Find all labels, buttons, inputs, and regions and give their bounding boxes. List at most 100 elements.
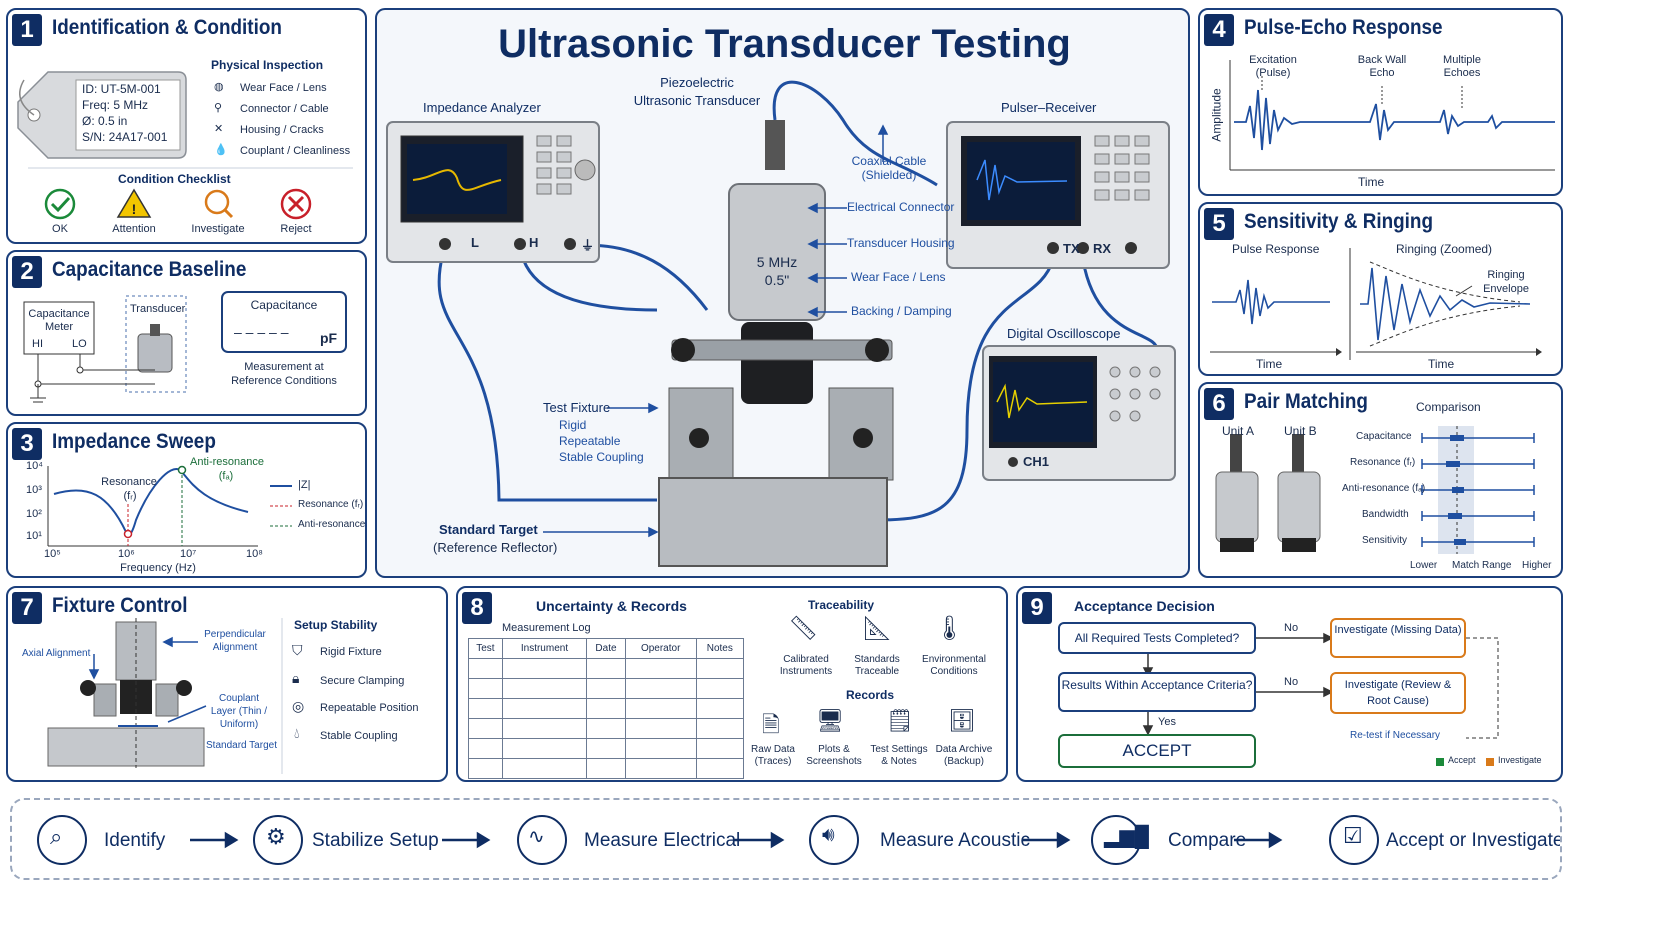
compare-row: Anti-resonance (fₐ) [1342, 483, 1426, 494]
trace-item: Standards Traceable [854, 654, 900, 677]
target-sub: (Reference Reflector) [433, 540, 558, 555]
tag-serial: S/N: 24A17-001 [82, 130, 168, 144]
panel-title: Uncertainty & Records [536, 598, 687, 614]
scale-higher: Higher [1522, 560, 1552, 571]
tag-diameter: Ø: 0.5 in [82, 114, 128, 128]
x-axis-label: Frequency (Hz) [120, 562, 196, 574]
callout-connector: Electrical Connector [847, 200, 955, 214]
tag-id: ID: UT-5M-001 [82, 82, 161, 96]
excitation-label: Excitation (Pulse) [1249, 54, 1297, 79]
gear-icon: ⚙ [266, 824, 286, 849]
ruler-icon: 📐︎ [862, 615, 893, 642]
unit-b-label: Unit B [1284, 424, 1317, 438]
callout-backing: Backing / Damping [851, 304, 952, 318]
panel-title: Capacitance Baseline [52, 258, 247, 281]
decision-arrows [1142, 632, 1499, 766]
waveform-file-icon: 🗎︎ [762, 712, 780, 737]
droplet-icon: 💧 [214, 144, 228, 156]
tag-graphic [17, 71, 187, 159]
ground-icon: ⏚ [581, 238, 595, 253]
antiresonance-label: Anti-resonance [190, 456, 264, 468]
panel-pulse-echo: 4 Pulse-Echo Response Excitation (Pulse)… [1198, 8, 1563, 196]
impedance-analyzer-label: Impedance Analyzer [423, 100, 541, 115]
column-header: Operator [624, 638, 697, 659]
investigate-missing-box: Investigate (Missing Data) [1330, 618, 1466, 658]
panel-identification: 1 Identification & Condition ID: UT-5M-0… [6, 8, 367, 244]
no-label: No [1284, 676, 1299, 688]
trace-item: Environmental Conditions [922, 654, 986, 677]
ch1-port: CH1 [1023, 454, 1050, 469]
readout-unit: pF [320, 330, 338, 346]
workflow-step: Measure Electrical [584, 830, 741, 851]
capacitance-circuit [23, 291, 347, 403]
accept-box: ACCEPT [1058, 734, 1256, 768]
standard-target-label: Standard Target [206, 740, 277, 751]
fixture-item: Repeatable [559, 434, 621, 448]
inspection-item: Connector / Cable [240, 103, 329, 115]
shield-icon: ⛉ [292, 642, 303, 658]
completed-question: All Required Tests Completed? [1058, 622, 1256, 654]
ok-label: OK [52, 223, 68, 235]
panel-fixture-control: 7 Fixture Control Axial Alignment Perpen… [6, 586, 448, 782]
pulse-echo-plot [1229, 60, 1555, 171]
legend-entry: Resonance (fᵣ) [298, 499, 364, 510]
readout-value: – – – – – [234, 324, 289, 340]
scale-lower: Lower [1410, 560, 1438, 571]
fixture-item: Rigid [559, 418, 587, 432]
table-row [468, 718, 745, 739]
compare-row: Resonance (fᵣ) [1350, 457, 1416, 468]
speaker-icon: 🔊︎ [822, 824, 835, 846]
panel-center-setup: Ultrasonic Transducer Testing [375, 8, 1190, 578]
investigate-label: Investigate [191, 223, 245, 235]
fixture-item: Stable Coupling [559, 450, 644, 464]
retest-label: Re-test if Necessary [1350, 730, 1441, 741]
server-icon: 🗄︎ [948, 708, 976, 733]
panel-title: Acceptance Decision [1074, 598, 1215, 614]
ia-port-h: H [529, 235, 539, 250]
multiple-echoes-label: Multiple Echoes [1443, 54, 1481, 79]
meter-label: Capacitance Meter [28, 308, 90, 333]
search-icon: ⌕ [50, 824, 63, 849]
backwall-label: Back Wall Echo [1357, 54, 1407, 79]
hi-label: HI [32, 338, 43, 350]
inspection-item: Housing / Cracks [240, 124, 324, 136]
panel-number: 2 [12, 256, 42, 288]
pulser-receiver-label: Pulser–Receiver [1001, 100, 1097, 115]
legend-investigate: Investigate [1498, 755, 1542, 765]
panel-sensitivity: 5 Sensitivity & Ringing Pulse Response R… [1198, 202, 1563, 376]
compare-row: Sensitivity [1362, 535, 1408, 546]
record-item: Test Settings & Notes [870, 744, 928, 767]
inspection-item: Couplant / Cleanliness [240, 145, 351, 157]
legend-entry: |Z| [298, 479, 311, 491]
column-header: Test [468, 638, 503, 659]
ytick: 10¹ [26, 530, 42, 542]
inspection-title: Physical Inspection [211, 58, 324, 72]
checklist-icons: ! [28, 167, 353, 220]
main-title: Ultrasonic Transducer Testing [498, 22, 1071, 66]
callout-housing: Transducer Housing [847, 236, 955, 250]
panel-number: 8 [462, 592, 492, 624]
yes-label: Yes [1158, 716, 1176, 728]
workflow-step: Accept or Investigate [1386, 830, 1562, 851]
couplant-label: Couplant Layer (Thin / Uniform) [210, 693, 268, 730]
x-axis-label: Time [1428, 357, 1455, 371]
table-row [468, 698, 745, 719]
resonance-symbol: (fᵣ) [123, 490, 137, 502]
unit-a-label: Unit A [1222, 424, 1255, 438]
transducer-freq: 5 MHz [756, 254, 798, 270]
rx-port: RX [1093, 241, 1112, 256]
oscilloscope-label: Digital Oscilloscope [1007, 326, 1121, 341]
workflow-graphic [37, 815, 1379, 865]
trace-item: Calibrated Instruments [779, 654, 833, 677]
ringing-title: Ringing (Zoomed) [1396, 242, 1493, 256]
panel-number: 7 [12, 592, 42, 624]
traceability-title: Traceability [808, 598, 875, 612]
y-axis-label: Amplitude [1209, 88, 1224, 142]
wear-face-icon: ◍ [214, 81, 224, 93]
callout-cable: Coaxial Cable (Shielded) [851, 154, 927, 182]
fixture-title: Test Fixture [543, 400, 611, 415]
resonance-label: Resonance [101, 476, 157, 488]
panel-title: Pair Matching [1244, 390, 1368, 413]
panel-title: Impedance Sweep [52, 430, 216, 453]
ringing-plots [1210, 248, 1542, 360]
